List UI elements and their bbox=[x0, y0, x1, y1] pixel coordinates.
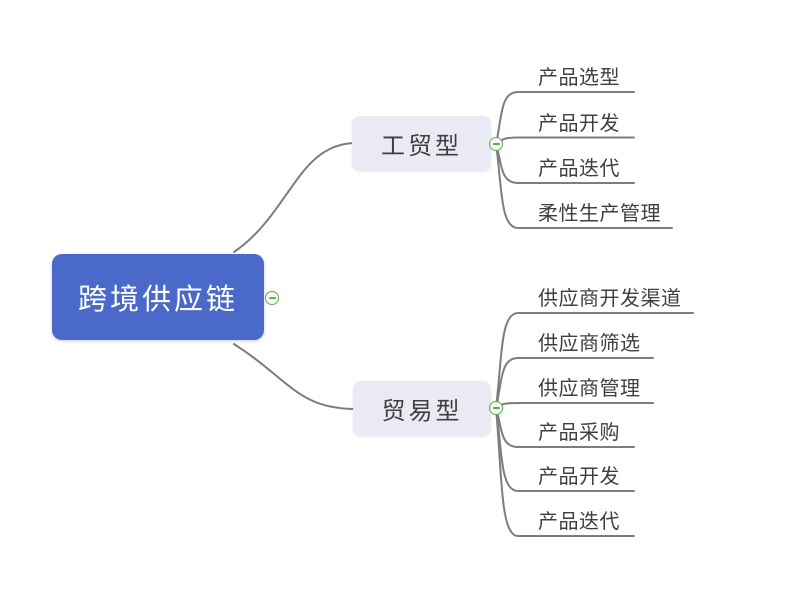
leaf-node[interactable]: 柔性生产管理 bbox=[538, 203, 661, 225]
root-node[interactable]: 跨境供应链 bbox=[52, 254, 264, 340]
collapse-button-branch2[interactable] bbox=[489, 401, 503, 415]
leaf-connector bbox=[495, 143, 673, 229]
leaf-connector bbox=[495, 312, 694, 409]
leaf-node[interactable]: 供应商筛选 bbox=[538, 333, 641, 355]
leaf-node[interactable]: 产品开发 bbox=[538, 466, 620, 488]
connector-root-to-branch1 bbox=[233, 142, 357, 253]
branch-node-trade[interactable]: 贸易型 bbox=[353, 381, 491, 436]
leaf-connector bbox=[495, 91, 635, 145]
minus-icon bbox=[268, 297, 276, 299]
leaf-connector bbox=[495, 402, 654, 409]
leaf-node[interactable]: 产品迭代 bbox=[538, 511, 620, 533]
leaf-node[interactable]: 产品采购 bbox=[538, 422, 620, 444]
minus-icon bbox=[492, 143, 500, 145]
leaf-connector bbox=[495, 357, 654, 409]
leaf-node[interactable]: 产品选型 bbox=[538, 67, 620, 89]
leaf-node[interactable]: 产品开发 bbox=[538, 113, 620, 135]
leaf-connector bbox=[495, 136, 635, 145]
branch-node-industry-trade[interactable]: 工贸型 bbox=[352, 116, 491, 171]
leaf-node[interactable]: 供应商开发渠道 bbox=[538, 288, 682, 310]
minus-icon bbox=[492, 407, 500, 409]
connector-root-to-branch2 bbox=[233, 343, 357, 410]
collapse-button-root[interactable] bbox=[265, 291, 279, 305]
leaf-node[interactable]: 产品迭代 bbox=[538, 158, 620, 180]
leaf-connector bbox=[495, 407, 635, 537]
leaf-node[interactable]: 供应商管理 bbox=[538, 378, 641, 400]
collapse-button-branch1[interactable] bbox=[489, 137, 503, 151]
